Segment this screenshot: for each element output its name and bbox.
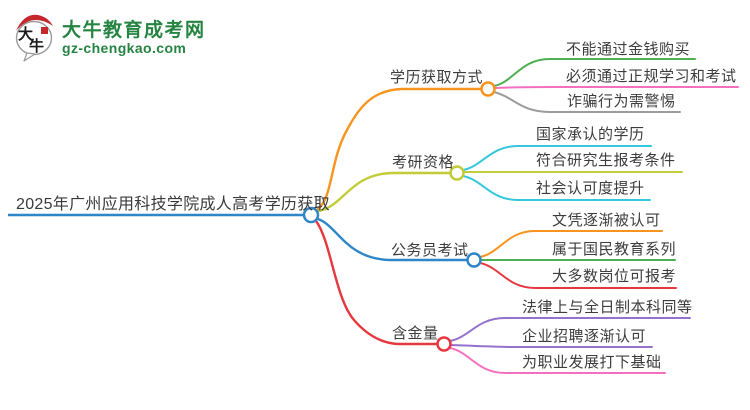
leaf-label: 不能通过金钱购买 — [566, 41, 691, 58]
branch-4-child-1-line — [449, 317, 691, 342]
site-logo[interactable]: 大 牛 大牛教育成考网 gz-chengkao.com — [14, 14, 206, 62]
branch-3-line — [316, 217, 469, 262]
logo-icon-char-top: 大 — [18, 25, 33, 43]
branch-4-child-3-line — [449, 347, 666, 374]
branch-1-child-1-line — [493, 58, 696, 87]
branch-4-node-circle — [436, 336, 452, 352]
branch-2-child-3-line — [462, 175, 651, 201]
root-node-circle — [302, 206, 320, 224]
branch-1-child-2-line — [494, 86, 739, 89]
leaf-label: 大多数岗位可报考 — [552, 268, 677, 285]
leaf-label: 符合研究生报考条件 — [536, 152, 676, 169]
logo-domain: gz-chengkao.com — [62, 40, 187, 56]
logo-icon-char-bottom: 牛 — [29, 37, 44, 55]
branch-2-line — [317, 171, 452, 213]
leaf-label: 企业招聘逐渐认可 — [522, 328, 647, 345]
leaf-label: 诈骗行为需警惕 — [567, 93, 676, 110]
branch-3-child-1-line — [479, 230, 663, 258]
leaf-label: 属于国民教育系列 — [552, 241, 677, 258]
branch-label-civil-service: 公务员考试 — [391, 242, 469, 259]
leaf-label: 法律上与全日制本科同等 — [522, 299, 693, 316]
leaf-label: 为职业发展打下基础 — [522, 354, 662, 371]
logo-title: 大牛教育成考网 — [62, 20, 206, 41]
branch-3-child-3-line — [479, 262, 677, 289]
branch-label-value: 含金量 — [392, 325, 439, 342]
logo-seal — [41, 27, 48, 34]
branch-4-child-2-line — [450, 344, 653, 348]
branch-2-node-circle — [449, 165, 465, 181]
branch-2-child-1-line — [462, 145, 652, 171]
leaf-label: 国家承认的学历 — [536, 126, 645, 143]
leaf-label: 文凭逐渐被认可 — [552, 212, 661, 229]
branch-label-postgrad: 考研资格 — [392, 154, 455, 171]
branch-3-node-circle — [466, 252, 482, 268]
leaf-label: 必须通过正规学习和考试 — [566, 68, 737, 85]
branch-1-child-3-line — [493, 91, 681, 113]
branch-4-line — [314, 219, 439, 346]
root-topic-label: 2025年广州应用科技学院成人高考学历获取 — [16, 196, 330, 213]
branch-1-node-circle — [480, 81, 496, 97]
leaf-label: 社会认可度提升 — [536, 180, 645, 197]
logo-bubble-icon: 大 牛 — [15, 14, 53, 62]
branch-1-line — [316, 87, 483, 211]
branch-label-degree-method: 学历获取方式 — [390, 69, 484, 86]
